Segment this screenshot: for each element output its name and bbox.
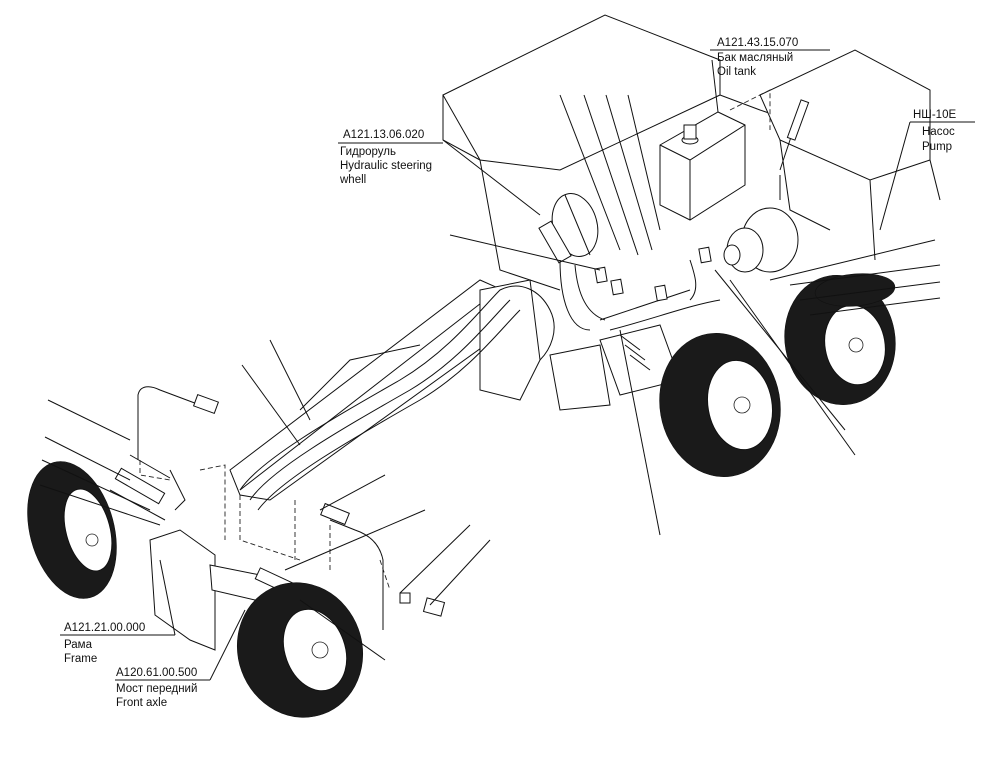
steering-code: A121.13.06.020 — [343, 129, 424, 141]
label-frame: A121.21.00.000 Рама Frame — [64, 622, 145, 665]
oil-tank-code: A121.43.15.070 — [717, 37, 798, 49]
pump-ru: Насос — [922, 126, 955, 138]
steering-ru: Гидроруль — [340, 146, 396, 158]
steering-en1: Hydraulic steering — [340, 160, 432, 172]
leader-lines — [39, 49, 975, 681]
dashed-guides — [139, 460, 391, 591]
steering-en2: whell — [339, 174, 366, 186]
front-axle-en: Front axle — [116, 697, 167, 709]
oil-tank-en: Oil tank — [717, 66, 756, 78]
hood-body — [442, 14, 941, 291]
frame-beam — [229, 279, 681, 501]
steering-wheel-icon — [538, 193, 599, 264]
pump-icon — [723, 99, 810, 273]
frame-ru: Рама — [64, 639, 93, 651]
label-pump: НШ-10Е Насос Pump — [913, 109, 956, 153]
hydraulic-lines — [239, 246, 721, 511]
oil-tank-ru: Бак масляный — [717, 52, 793, 64]
label-front-axle: A120.61.00.500 Мост передний Front axle — [116, 667, 197, 709]
pump-code: НШ-10Е — [913, 109, 956, 121]
frame-en: Frame — [64, 653, 97, 665]
label-oil-tank: A121.43.15.070 Бак масляный Oil tank — [717, 37, 798, 78]
front-axle-code: A120.61.00.500 — [116, 667, 197, 679]
pump-en: Pump — [922, 141, 952, 153]
oil-tank-icon — [659, 59, 746, 221]
frame-code: A121.21.00.000 — [64, 622, 145, 634]
label-steering: A121.13.06.020 Гидроруль Hydraulic steer… — [339, 129, 432, 186]
front-axle-ru: Мост передний — [116, 683, 197, 695]
